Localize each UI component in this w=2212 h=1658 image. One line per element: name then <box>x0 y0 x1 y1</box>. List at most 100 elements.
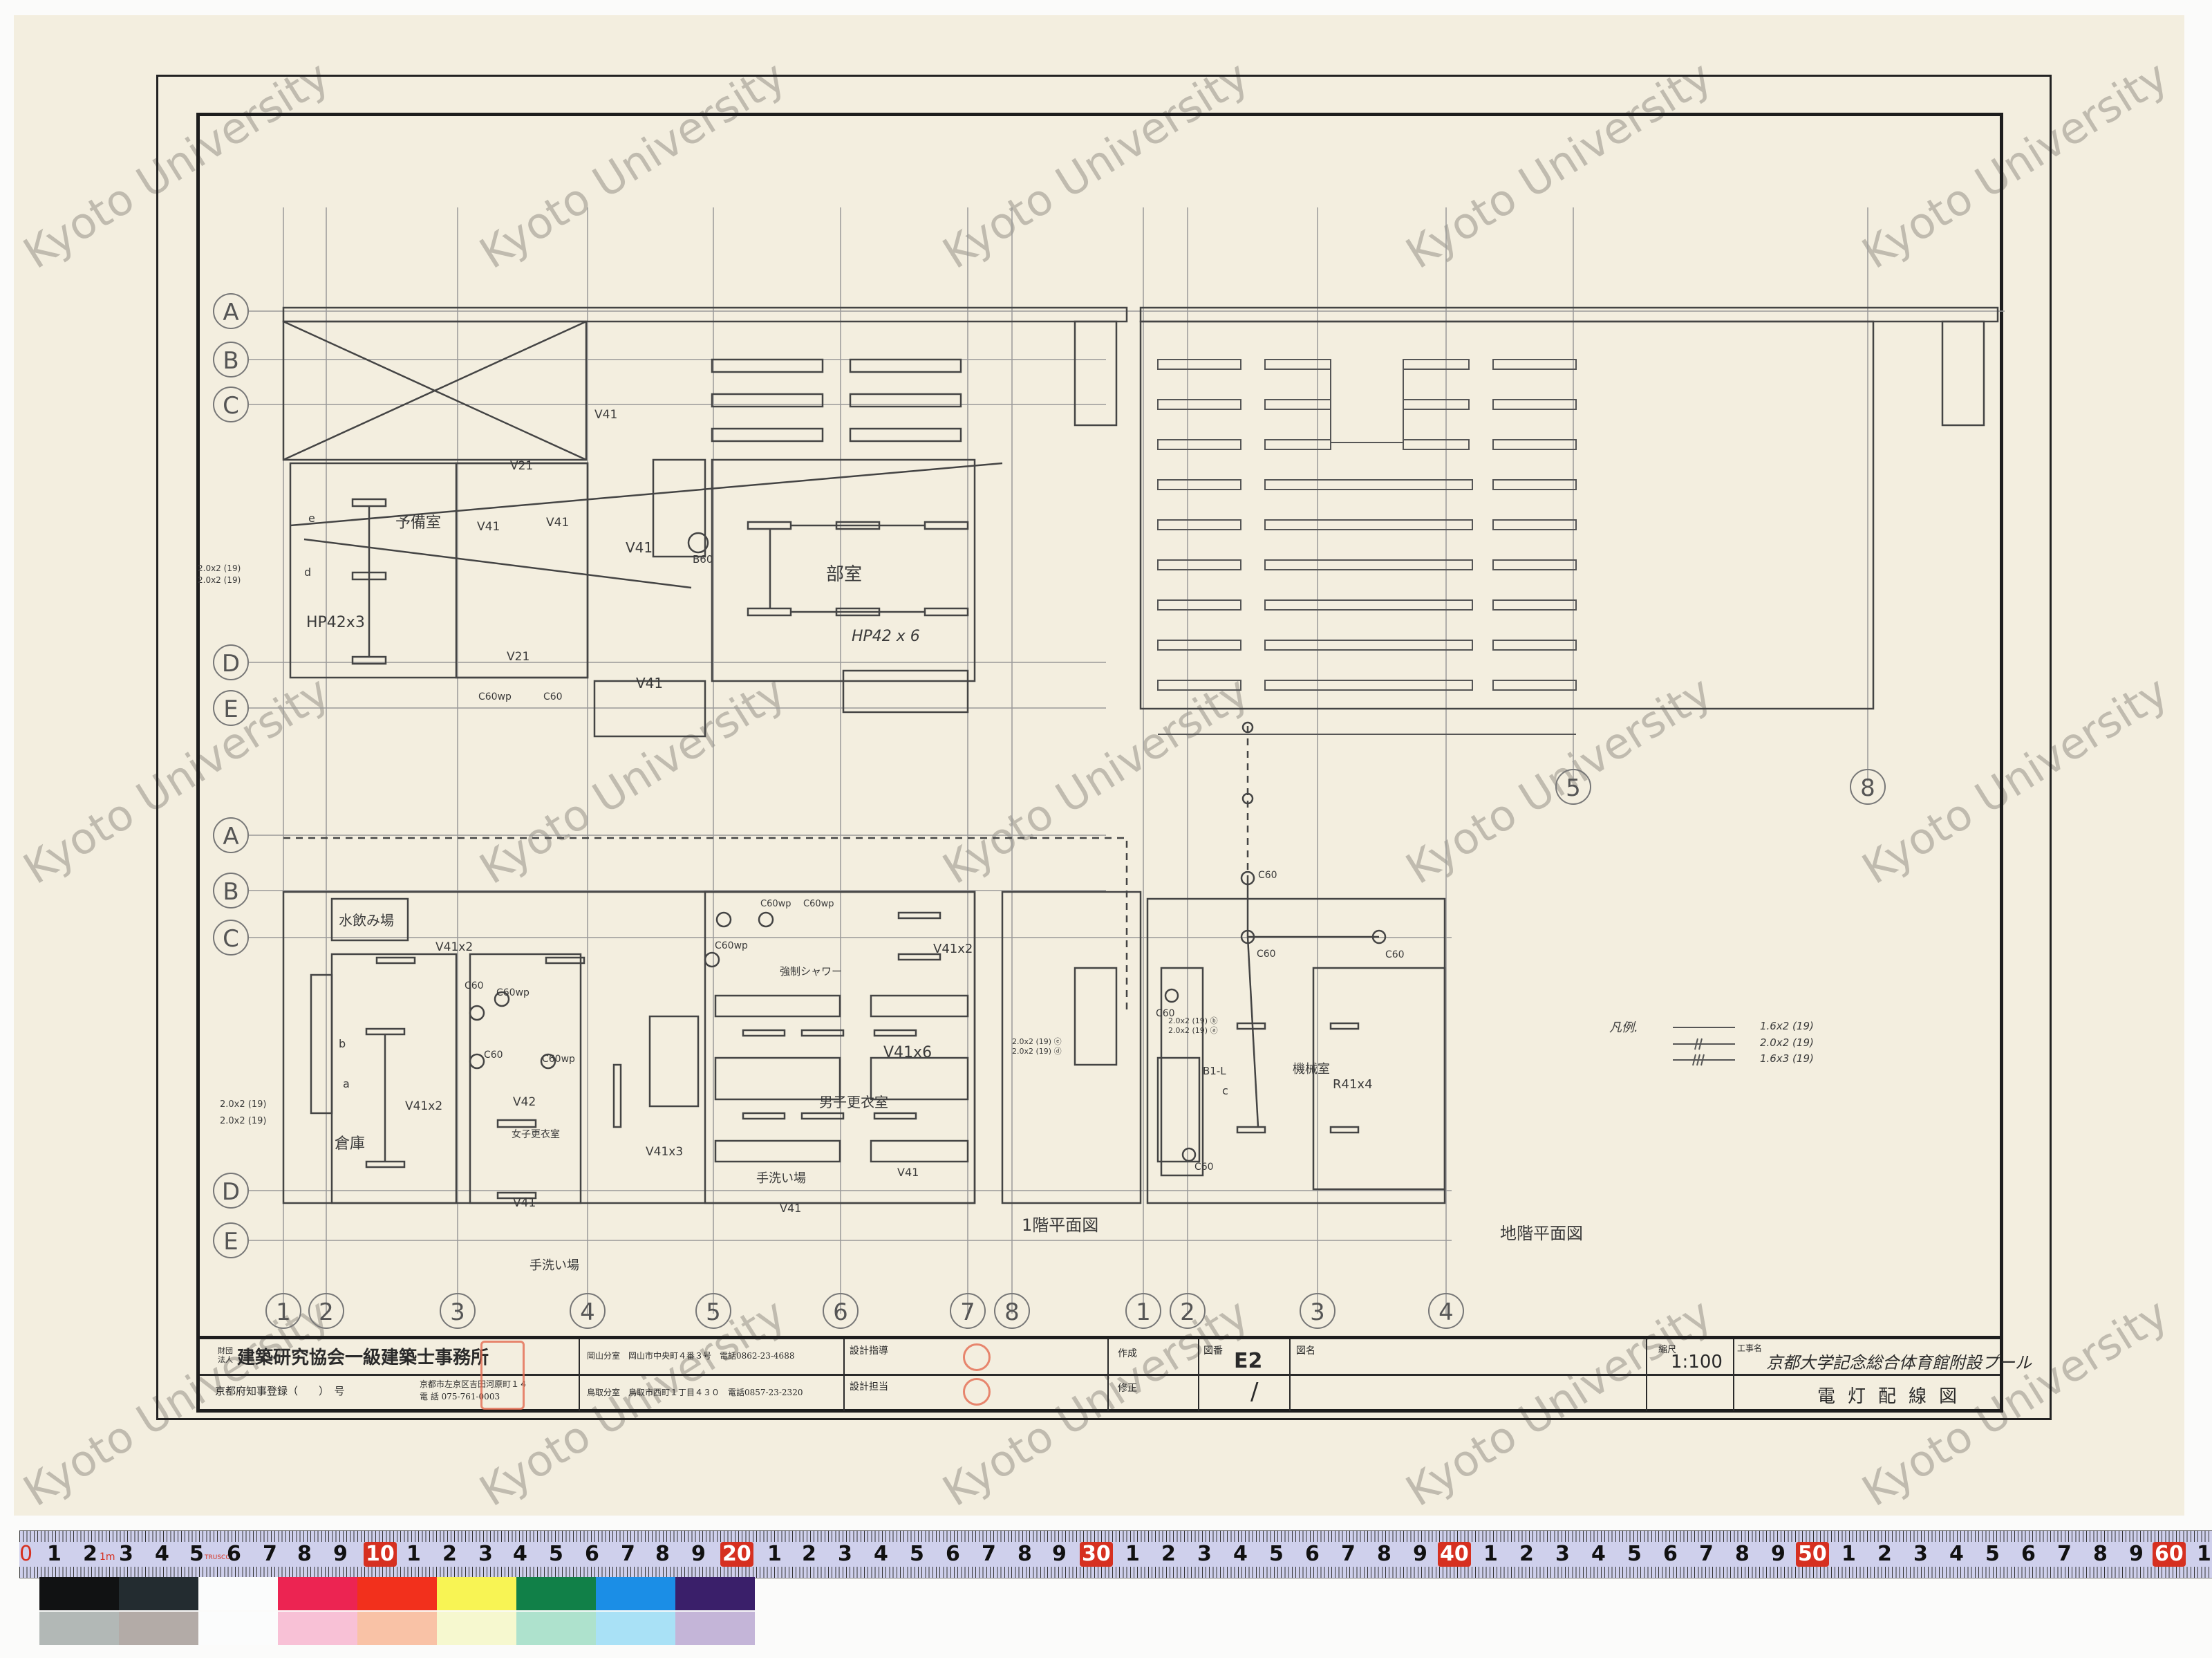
registration-number: 京都府知事登録（ ） 号 <box>215 1385 345 1397</box>
swatch <box>198 1612 278 1645</box>
grid-bubble-col: 4 <box>1428 1293 1464 1329</box>
swatch <box>39 1577 119 1610</box>
grid-bubble-row: C <box>213 386 249 422</box>
design-charge-label: 設計担当 <box>850 1381 888 1392</box>
office-phone: 電 話 075-761-0003 <box>420 1392 500 1401</box>
swatch <box>198 1577 278 1610</box>
cable-spec-label: 2.0x2 (19) ⓓ <box>1012 1047 1062 1056</box>
legend-item-text: 1.6x3 (19) <box>1760 1052 1814 1065</box>
room-label: 倉庫 <box>335 1135 366 1153</box>
fixture-label: C60wp <box>803 899 834 909</box>
org-prefix: 財団 法人 <box>218 1346 233 1364</box>
swatch <box>516 1612 596 1645</box>
grid-bubble-row: D <box>213 1173 249 1209</box>
fixture-label: V41x2 <box>933 942 973 956</box>
fixture-label: V41 <box>546 516 570 530</box>
grid-bubble-row: D <box>213 644 249 680</box>
cable-spec-label: 2.0x2 (19) <box>198 563 241 573</box>
fixture-label: V41 <box>780 1202 802 1215</box>
swatch <box>596 1612 675 1645</box>
cable-spec-label: 2.0x2 (19) ⓔ <box>1012 1037 1062 1046</box>
fixture-label: C60 <box>543 691 563 702</box>
outer-border <box>156 75 2052 1420</box>
grid-bubble-col: 8 <box>1850 769 1886 805</box>
grid-bubble-col: 5 <box>1555 769 1591 805</box>
scale-label: 縮尺 <box>1658 1345 1677 1355</box>
grid-bubble-col: 7 <box>950 1293 986 1329</box>
swatch <box>119 1612 198 1645</box>
branch-tottori: 鳥取分室 鳥取市西町１丁目４３０ 電話0857-23-2320 <box>587 1388 803 1397</box>
fixture-label: C60wp <box>760 899 791 909</box>
swatch <box>516 1577 596 1610</box>
fixture-label: V41x3 <box>646 1145 684 1159</box>
grid-bubble-col: 4 <box>570 1293 606 1329</box>
cable-spec-label: 2.0x2 (19) <box>198 575 241 585</box>
fixture-label: C60wp <box>478 691 512 702</box>
drawing-title: 電灯配線図 <box>1817 1386 1970 1407</box>
created-label: 作成 <box>1118 1348 1137 1359</box>
fixture-label: V41 <box>594 408 618 422</box>
grid-bubble-col: 6 <box>823 1293 859 1329</box>
fixture-label: C60 <box>1156 1008 1175 1019</box>
revised-label: 修正 <box>1118 1383 1137 1394</box>
fixture-label: V41 <box>636 675 664 691</box>
swatch <box>675 1577 755 1610</box>
fixture-label: V41x2 <box>435 940 474 954</box>
fixture-count-label: R41x4 <box>1333 1077 1373 1092</box>
circuit-marker: d <box>304 566 312 579</box>
scale-value: 1:100 <box>1671 1352 1723 1372</box>
room-label: 女子更衣室 <box>512 1129 560 1140</box>
grid-bubble-col: 3 <box>440 1293 476 1329</box>
cable-spec-label: 2.0x2 (19) ⓐ <box>1168 1026 1218 1035</box>
room-label: 水飲み場 <box>339 912 394 929</box>
revision-mark: / <box>1250 1378 1259 1406</box>
fixture-count-label: HP42x3 <box>306 614 365 631</box>
grid-bubble-row: A <box>213 817 249 853</box>
grid-bubble-col: 3 <box>1300 1293 1335 1329</box>
ruler-number: 0 <box>19 1542 33 1566</box>
grid-bubble-col: 2 <box>1170 1293 1206 1329</box>
swatch <box>437 1577 516 1610</box>
cable-spec-label: 2.0x2 (19) <box>220 1116 267 1126</box>
swatch <box>278 1577 357 1610</box>
fixture-label: V21 <box>507 650 530 664</box>
grid-bubble-col: 5 <box>695 1293 731 1329</box>
circuit-marker: c <box>1222 1084 1228 1097</box>
organization-name: 建築研究協会一級建築士事務所 <box>237 1348 489 1368</box>
cable-spec-label: 2.0x2 (19) ⓑ <box>1168 1016 1218 1025</box>
cable-spec-label: 2.0x2 (19) <box>220 1099 267 1110</box>
grid-bubble-row: B <box>213 873 249 909</box>
legend-item-text: 2.0x2 (19) <box>1760 1036 1814 1049</box>
circuit-marker: a <box>343 1077 350 1090</box>
fixture-label: C60wp <box>715 940 748 951</box>
swatch <box>278 1612 357 1645</box>
swatch <box>596 1577 675 1610</box>
grid-bubble-row: C <box>213 920 249 956</box>
swatch <box>437 1612 516 1645</box>
fixture-label: C60 <box>1257 949 1276 960</box>
fixture-label: V42 <box>513 1095 536 1109</box>
grid-bubble-row: B <box>213 342 249 378</box>
office-address: 京都市左京区吉田河原町１４ <box>420 1379 528 1389</box>
room-label: 部室 <box>826 564 863 585</box>
grid-bubble-row: E <box>213 690 249 726</box>
design-supervision-label: 設計指導 <box>850 1345 888 1357</box>
circuit-marker: b <box>339 1037 346 1050</box>
grid-bubble-col: 1 <box>265 1293 301 1329</box>
swatch <box>357 1577 437 1610</box>
swatch <box>39 1612 119 1645</box>
grid-bubble-row: A <box>213 293 249 329</box>
fixture-label: C60 <box>484 1050 503 1061</box>
circuit-marker: e <box>308 512 315 525</box>
swatch <box>119 1577 198 1610</box>
drawing-paper <box>14 15 2184 1516</box>
room-label: 男子更衣室 <box>819 1094 888 1110</box>
grid-bubble-col: 8 <box>994 1293 1030 1329</box>
room-label: 予備室 <box>395 514 442 532</box>
drawing-name-label: 図名 <box>1296 1345 1315 1357</box>
fixture-label: V21 <box>510 459 534 473</box>
ruler-unit-mark: 1m <box>100 1552 115 1563</box>
fixture-label: V41 <box>897 1166 919 1179</box>
grid-bubble-row: E <box>213 1222 249 1258</box>
fixture-label: C60wp <box>542 1054 575 1065</box>
